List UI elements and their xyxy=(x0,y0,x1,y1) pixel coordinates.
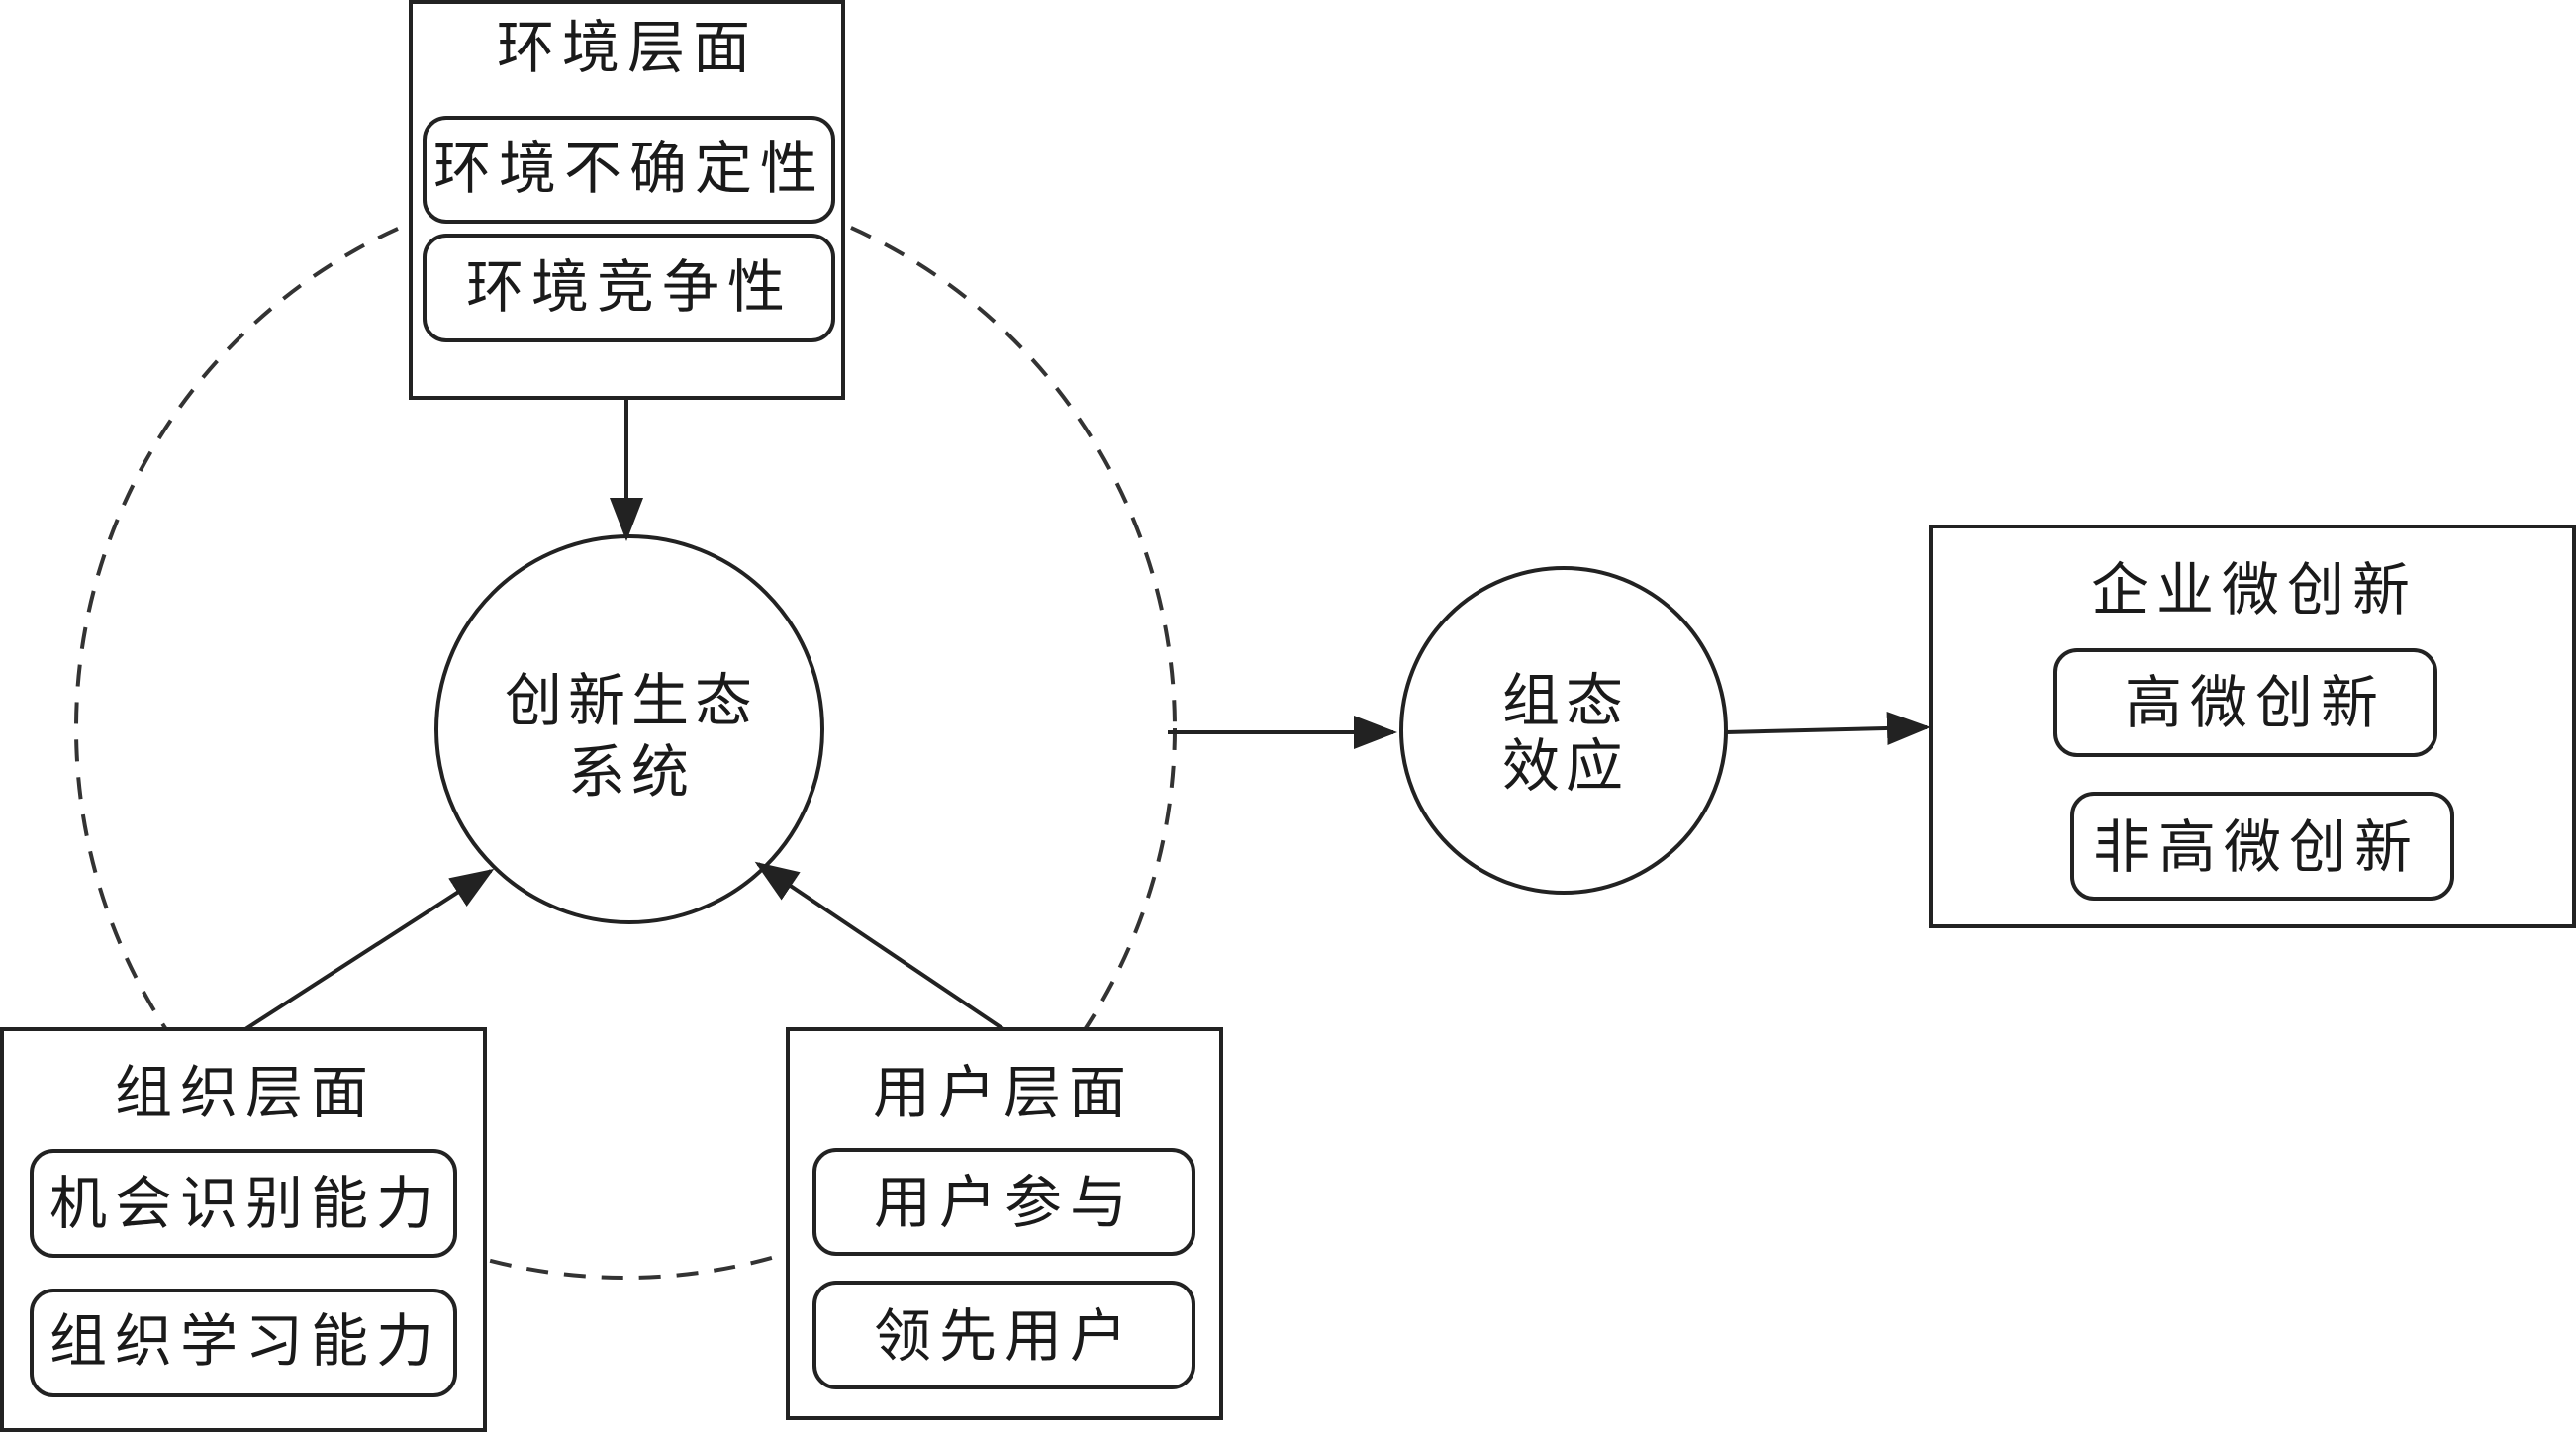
enterprise-micro-innovation-title: 企业微创新 xyxy=(2091,556,2418,623)
ecosystem-label-line1: 创新生态 xyxy=(505,667,758,734)
environment-level-box: 环境层面 环境不确定性 环境竞争性 xyxy=(409,0,845,400)
ecosystem-label-line2: 系统 xyxy=(568,738,695,806)
non-high-micro-innovation-label: 非高微创新 xyxy=(2093,813,2420,881)
lead-user-label: 领先用户 xyxy=(874,1302,1135,1370)
config-effect-label-line2: 效应 xyxy=(1502,732,1629,800)
high-micro-innovation-pill xyxy=(2053,648,2437,757)
opportunity-recognition-pill xyxy=(30,1149,457,1258)
environment-competitiveness-label: 环境竞争性 xyxy=(466,253,793,321)
user-to-ecosystem-arrow xyxy=(754,861,1005,1031)
user-participation-label: 用户参与 xyxy=(874,1169,1135,1236)
environment-competitiveness-pill xyxy=(423,234,835,342)
organizational-learning-label: 组织学习能力 xyxy=(49,1307,441,1375)
environment-uncertainty-label: 环境不确定性 xyxy=(433,135,825,202)
high-micro-innovation-label: 高微创新 xyxy=(2125,669,2386,736)
configuration-effect-node: 组态 效应 xyxy=(1399,566,1728,895)
config-effect-label-line1: 组态 xyxy=(1502,667,1629,734)
environment-level-title: 环境层面 xyxy=(497,14,758,81)
organization-level-box: 组织层面 机会识别能力 组织学习能力 xyxy=(0,1027,487,1432)
user-level-box: 用户层面 用户参与 领先用户 xyxy=(786,1027,1223,1420)
user-participation-pill xyxy=(812,1148,1195,1256)
lead-user-pill xyxy=(812,1281,1195,1389)
environment-uncertainty-pill xyxy=(423,116,835,224)
innovation-ecosystem-node: 创新生态 系统 xyxy=(434,534,824,924)
organizational-learning-pill xyxy=(30,1289,457,1397)
non-high-micro-innovation-pill xyxy=(2070,792,2454,901)
config-effect-to-outcome-arrow xyxy=(1725,711,1931,745)
user-level-title: 用户层面 xyxy=(873,1059,1134,1126)
organization-level-title: 组织层面 xyxy=(115,1059,376,1126)
opportunity-recognition-label: 机会识别能力 xyxy=(49,1170,441,1237)
ecosystem-boundary-ring xyxy=(74,177,1177,1280)
organization-to-ecosystem-arrow xyxy=(243,868,495,1031)
enterprise-micro-innovation-box: 企业微创新 高微创新 非高微创新 xyxy=(1929,525,2576,928)
